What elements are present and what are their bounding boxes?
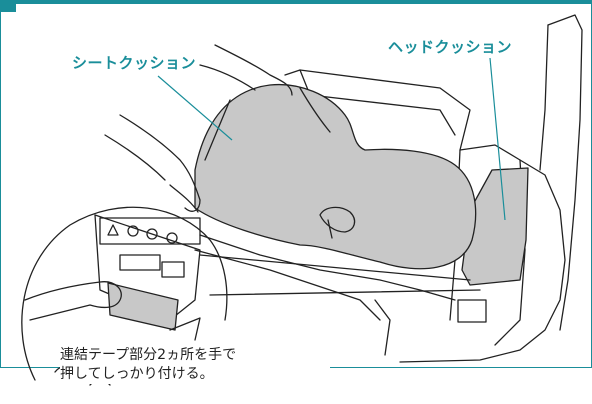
magnified-inset xyxy=(21,206,481,386)
head-cushion-label: ヘッドクッション xyxy=(388,38,513,56)
leader-lines xyxy=(157,57,506,221)
hands xyxy=(104,44,293,213)
seat-cushion-label: シートクッション xyxy=(72,54,197,72)
caption-line-1: 連結テープ部分2ヵ所を手で xyxy=(60,346,330,365)
instruction-caption: 連結テープ部分2ヵ所を手で 押してしっかり付ける。 xyxy=(60,346,330,384)
head-cushion-leader xyxy=(489,57,506,221)
frame-corner-tab xyxy=(0,0,16,12)
caption-line-2: 押してしっかり付ける。 xyxy=(60,365,330,384)
frame-bottom-rule-right xyxy=(325,367,592,368)
seat-cushion-leader xyxy=(157,75,233,141)
car-seat-shell xyxy=(194,14,583,363)
frame-bottom-rule-left xyxy=(0,367,70,368)
seat-cushion xyxy=(194,83,477,270)
